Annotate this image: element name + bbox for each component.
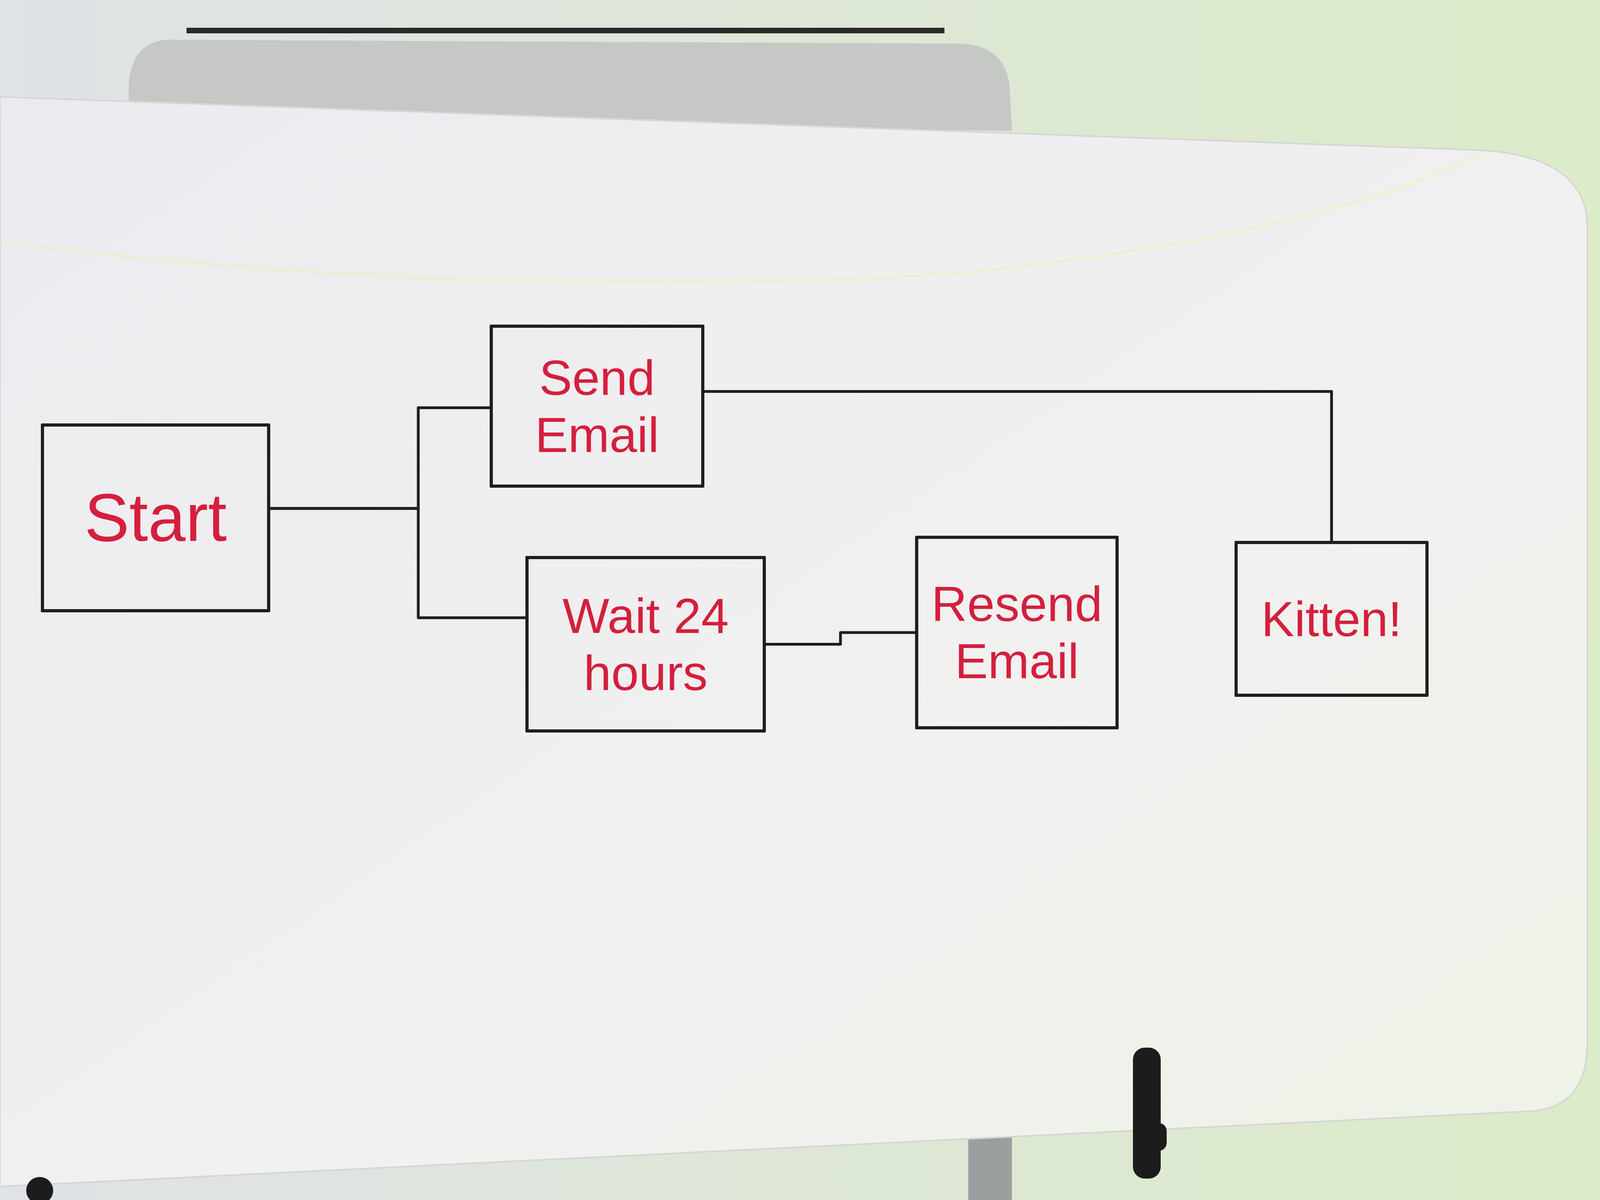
process-box: Start (40, 423, 271, 613)
stand-knob (1142, 1123, 1167, 1151)
process-box: Kitten! (1234, 540, 1429, 697)
stand-post (1132, 1047, 1161, 1179)
box-label: Wait 24 hours (540, 587, 751, 702)
box-label: Start (84, 478, 227, 557)
stand-knob (26, 1176, 54, 1200)
box-label: Resend Email (930, 575, 1104, 690)
connector-line (704, 391, 1332, 541)
process-box: Send Email (489, 324, 705, 488)
connector-line (270, 407, 490, 509)
process-box: Resend Email (915, 535, 1119, 730)
process-box: Wait 24 hours (525, 555, 766, 733)
connector-line (270, 508, 526, 618)
glare-line (0, 152, 1485, 283)
back-board-rail (186, 27, 945, 34)
whiteboard (0, 96, 1588, 1187)
box-label: Send Email (504, 349, 690, 464)
box-label: Kitten! (1261, 590, 1402, 648)
connector-line (765, 632, 916, 645)
